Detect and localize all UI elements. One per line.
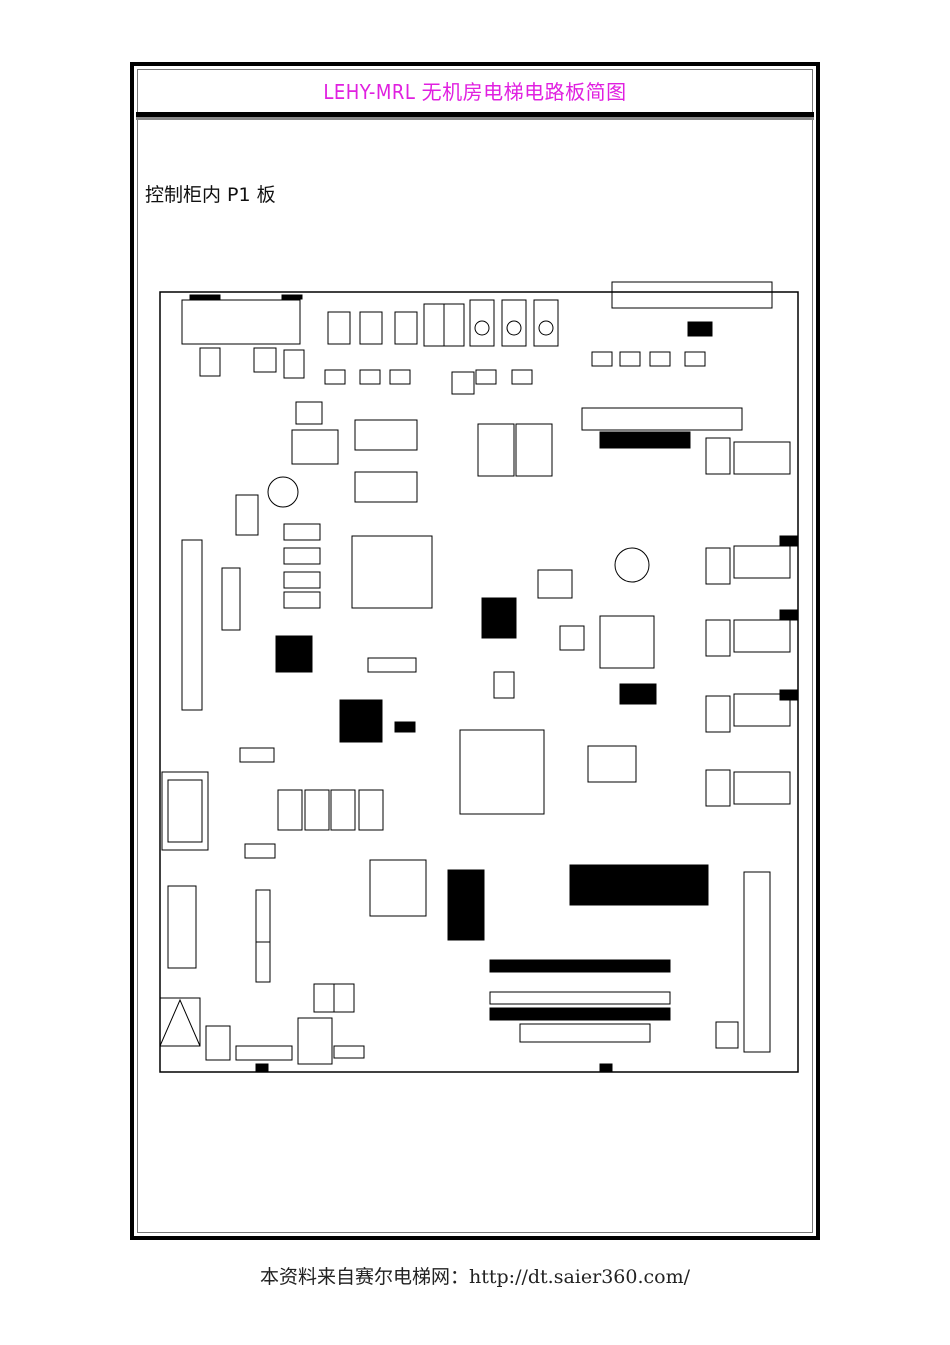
pcb-diagram bbox=[150, 270, 810, 1084]
section-heading: 控制柜内 P1 板 bbox=[145, 184, 276, 206]
document-title: LEHY-MRL 无机房电梯电路板简图 bbox=[323, 79, 627, 104]
footer-source-text: 本资料来自赛尔电梯网：http://dt.saier360.com/ bbox=[260, 1266, 690, 1288]
title-bar: LEHY-MRL 无机房电梯电路板简图 bbox=[136, 68, 814, 117]
page-frame bbox=[130, 62, 820, 1240]
